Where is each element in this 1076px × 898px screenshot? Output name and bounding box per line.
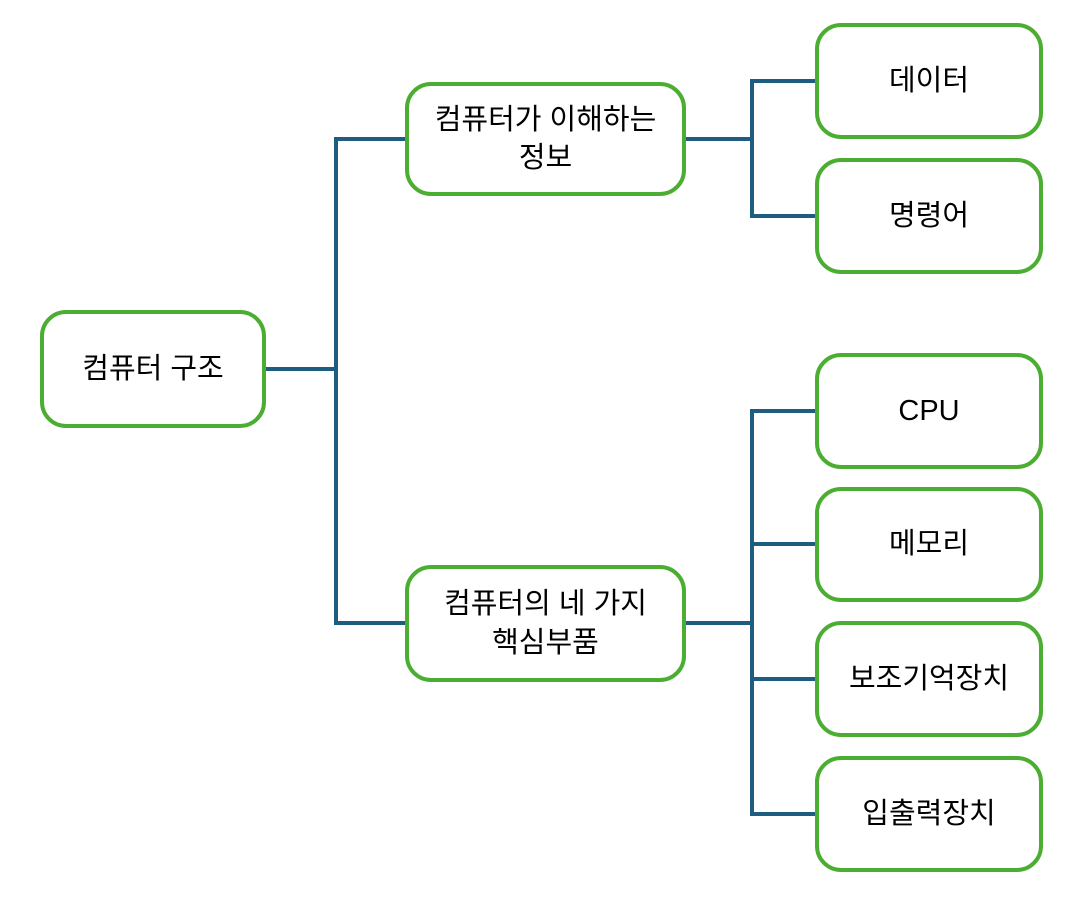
node-leaf-command[interactable]: 명령어 — [815, 158, 1043, 274]
node-leaf-memory[interactable]: 메모리 — [815, 487, 1043, 602]
node-branch-info-label-line1: 컴퓨터가 이해하는 — [434, 103, 657, 136]
node-branch-info[interactable]: 컴퓨터가 이해하는 정보 — [405, 82, 686, 196]
connector-leaf-auxiliary-storage-feed — [750, 677, 815, 681]
node-leaf-data[interactable]: 데이터 — [815, 23, 1043, 139]
node-branch-core-components[interactable]: 컴퓨터의 네 가지 핵심부품 — [405, 565, 686, 682]
node-branch-core-components-label-line1: 컴퓨터의 네 가지 — [444, 588, 647, 621]
node-leaf-cpu[interactable]: CPU — [815, 353, 1043, 469]
node-branch-info-label-line2: 정보 — [518, 142, 573, 174]
connector-branch-info-feed — [334, 137, 405, 141]
connector-right-trunk-bottom — [750, 409, 754, 816]
connector-leaf-cpu-feed — [750, 409, 815, 413]
connector-leaf-io-device-feed — [750, 812, 815, 816]
node-leaf-data-label: 데이터 — [888, 64, 970, 97]
node-leaf-cpu-label: CPU — [898, 394, 960, 427]
connector-left-trunk — [334, 137, 338, 625]
node-leaf-auxiliary-storage[interactable]: 보조기억장치 — [815, 621, 1043, 737]
node-branch-core-components-label-line2: 핵심부품 — [492, 626, 599, 659]
connector-right-trunk-top — [750, 79, 754, 218]
connector-branch-info-out — [686, 137, 754, 141]
connector-branch-components-out — [686, 621, 754, 625]
connector-root-feed — [265, 367, 338, 371]
node-leaf-command-label: 명령어 — [888, 199, 970, 232]
connector-leaf-command-feed — [750, 214, 815, 218]
node-leaf-io-device[interactable]: 입출력장치 — [815, 756, 1043, 872]
connector-leaf-data-feed — [750, 79, 815, 83]
node-computer-structure-label: 컴퓨터 구조 — [82, 352, 224, 385]
connector-branch-components-feed — [334, 621, 405, 625]
node-leaf-auxiliary-storage-label: 보조기억장치 — [848, 662, 1010, 695]
node-leaf-memory-label: 메모리 — [888, 528, 970, 561]
node-computer-structure[interactable]: 컴퓨터 구조 — [40, 310, 266, 428]
node-leaf-io-device-label: 입출력장치 — [862, 797, 996, 830]
connector-leaf-memory-feed — [750, 542, 815, 546]
